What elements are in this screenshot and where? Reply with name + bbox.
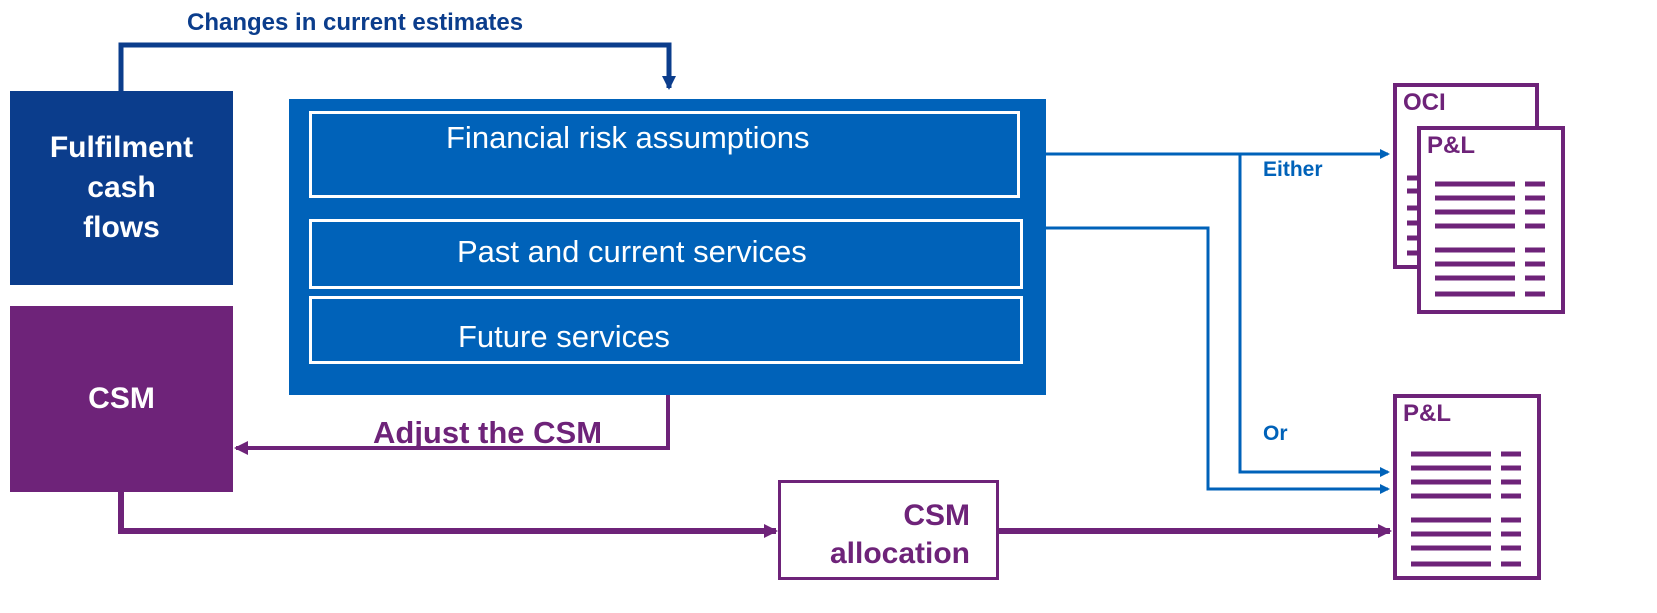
either-label: Either bbox=[1263, 158, 1323, 181]
pl-top-lines bbox=[1435, 181, 1545, 297]
fulfilment-cash-flows-box: Fulfilment cash flows bbox=[10, 91, 233, 285]
financial-risk-label: Financial risk assumptions bbox=[446, 120, 810, 155]
csm-label: CSM bbox=[88, 382, 155, 415]
csm-allocation-box: CSM allocation bbox=[778, 480, 999, 580]
future-services-label: Future services bbox=[458, 319, 670, 354]
past-current-row: Past and current services bbox=[309, 219, 1023, 289]
past-current-label: Past and current services bbox=[457, 234, 807, 269]
fulfilment-cash-flows-label: Fulfilment cash flows bbox=[49, 131, 194, 244]
csm-allocation-connector bbox=[118, 492, 778, 538]
pl-statement-top-icon: P&L bbox=[1417, 126, 1565, 314]
changes-label: Changes in current estimates bbox=[187, 9, 524, 36]
either-connector bbox=[1238, 154, 1390, 477]
pl-statement-bottom-icon: P&L bbox=[1393, 394, 1541, 580]
or-label: Or bbox=[1263, 422, 1288, 445]
csm-allocation-label: CSM allocation bbox=[829, 499, 970, 570]
future-services-row: Future services bbox=[309, 296, 1023, 364]
oci-title: OCI bbox=[1403, 89, 1446, 116]
adjust-csm-label: Adjust the CSM bbox=[373, 415, 603, 450]
financial-risk-row: Financial risk assumptions bbox=[309, 111, 1020, 198]
pl-top-title: P&L bbox=[1427, 132, 1475, 159]
changes-connector bbox=[118, 42, 676, 91]
estimates-panel bbox=[289, 99, 1046, 395]
pl-bottom-lines bbox=[1411, 451, 1521, 567]
pl-bottom-title: P&L bbox=[1403, 400, 1451, 427]
past-current-connector bbox=[1023, 226, 1390, 494]
csm-box: CSM bbox=[10, 306, 233, 492]
